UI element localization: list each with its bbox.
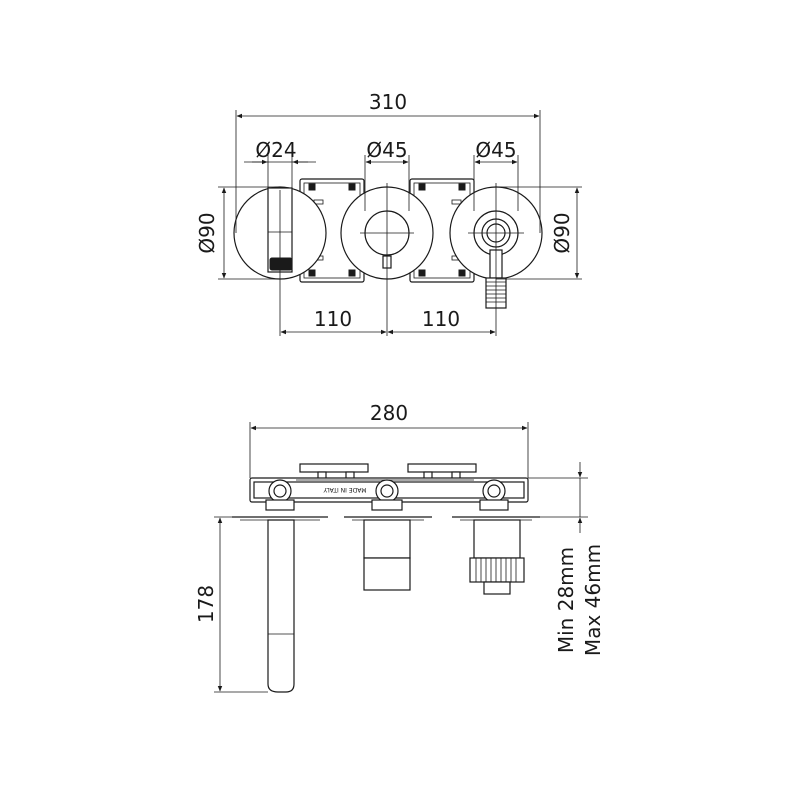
dim-d90-right-label: Ø90 bbox=[550, 212, 574, 253]
spout bbox=[267, 519, 295, 693]
dimension-110-right: 110 bbox=[387, 307, 496, 335]
port-right bbox=[479, 479, 509, 511]
dimension-110-left: 110 bbox=[280, 307, 387, 335]
dimension-280: 280 bbox=[249, 401, 529, 478]
dim-178-label: 178 bbox=[194, 585, 218, 623]
port-left bbox=[265, 479, 295, 511]
side-view: MADE IN ITALY bbox=[194, 401, 605, 693]
dimension-wall-depth: Min 28mm Max 46mm bbox=[528, 462, 605, 656]
dim-depth-min-label: Min 28mm bbox=[554, 547, 578, 653]
dim-110-right-label: 110 bbox=[422, 307, 460, 331]
right-diverter bbox=[469, 519, 525, 595]
dim-d45-right-label: Ø45 bbox=[475, 138, 516, 162]
dim-d45-center-label: Ø45 bbox=[366, 138, 407, 162]
port-center bbox=[371, 479, 403, 511]
body-marking: MADE IN ITALY bbox=[323, 486, 366, 493]
dim-280-label: 280 bbox=[370, 401, 408, 425]
dimension-178: 178 bbox=[194, 516, 268, 693]
dim-310-label: 310 bbox=[369, 90, 407, 114]
dim-depth-max-label: Max 46mm bbox=[581, 544, 605, 656]
dimension-d45-center: Ø45 bbox=[364, 138, 410, 211]
dimension-d90-left: Ø90 bbox=[195, 186, 280, 280]
dimension-d24: Ø24 bbox=[244, 138, 316, 190]
dim-110-left-label: 110 bbox=[314, 307, 352, 331]
dim-d24-label: Ø24 bbox=[255, 138, 296, 162]
front-view: 310 Ø24 Ø45 Ø45 bbox=[195, 90, 582, 336]
center-cartridge bbox=[363, 519, 411, 591]
dimension-310: 310 bbox=[235, 90, 541, 233]
dim-d90-left-label: Ø90 bbox=[195, 212, 219, 253]
dimension-d45-right: Ø45 bbox=[473, 138, 519, 211]
dimension-d90-right: Ø90 bbox=[496, 186, 582, 280]
